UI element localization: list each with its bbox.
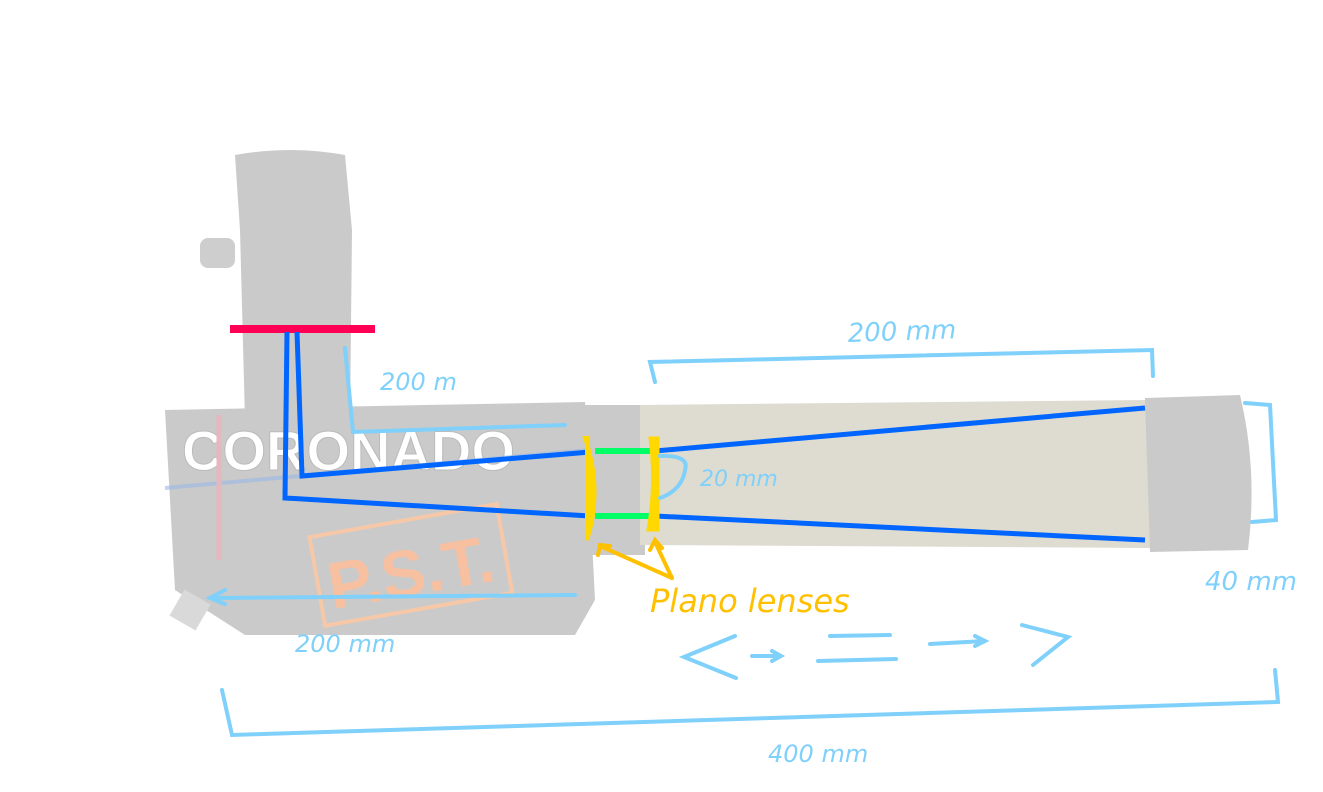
lens-pointers: [596, 536, 674, 580]
body-length-label: 200 mm: [295, 630, 395, 658]
aperture-label: 40 mm: [1205, 567, 1297, 597]
total-length-bracket: [220, 668, 1281, 738]
body-length-arrow: [208, 593, 577, 600]
beam-width-brace: [658, 453, 688, 500]
tube: [640, 400, 1150, 548]
lens-label: Plano lenses: [650, 582, 850, 620]
focuser-knob: [169, 589, 211, 631]
lower-ray: [282, 331, 591, 519]
lower-ray-tube: [654, 513, 1146, 543]
plano-convex-lens: [582, 436, 597, 541]
eyepiece-length-label: 200 m: [380, 368, 457, 396]
body-length-arrowhead: [205, 588, 227, 606]
dew-shield: [1145, 395, 1252, 552]
tube-length-bracket: [647, 347, 1155, 384]
plano-concave-lens: [646, 436, 660, 532]
aperture-bracket: [1243, 401, 1279, 524]
total-length-label: 400 mm: [768, 740, 868, 768]
eyepiece-length-bracket: [343, 346, 567, 435]
upper-ray: [294, 331, 591, 479]
eyepiece-knob: [200, 238, 235, 268]
tube-length-label: 200 mm: [847, 315, 957, 349]
eyepiece: [235, 150, 352, 420]
beam-width-label: 20 mm: [700, 467, 778, 492]
dimension-marks: [205, 346, 1281, 738]
upper-ray-tube: [654, 405, 1146, 454]
light-direction-arrows: [678, 623, 1073, 680]
